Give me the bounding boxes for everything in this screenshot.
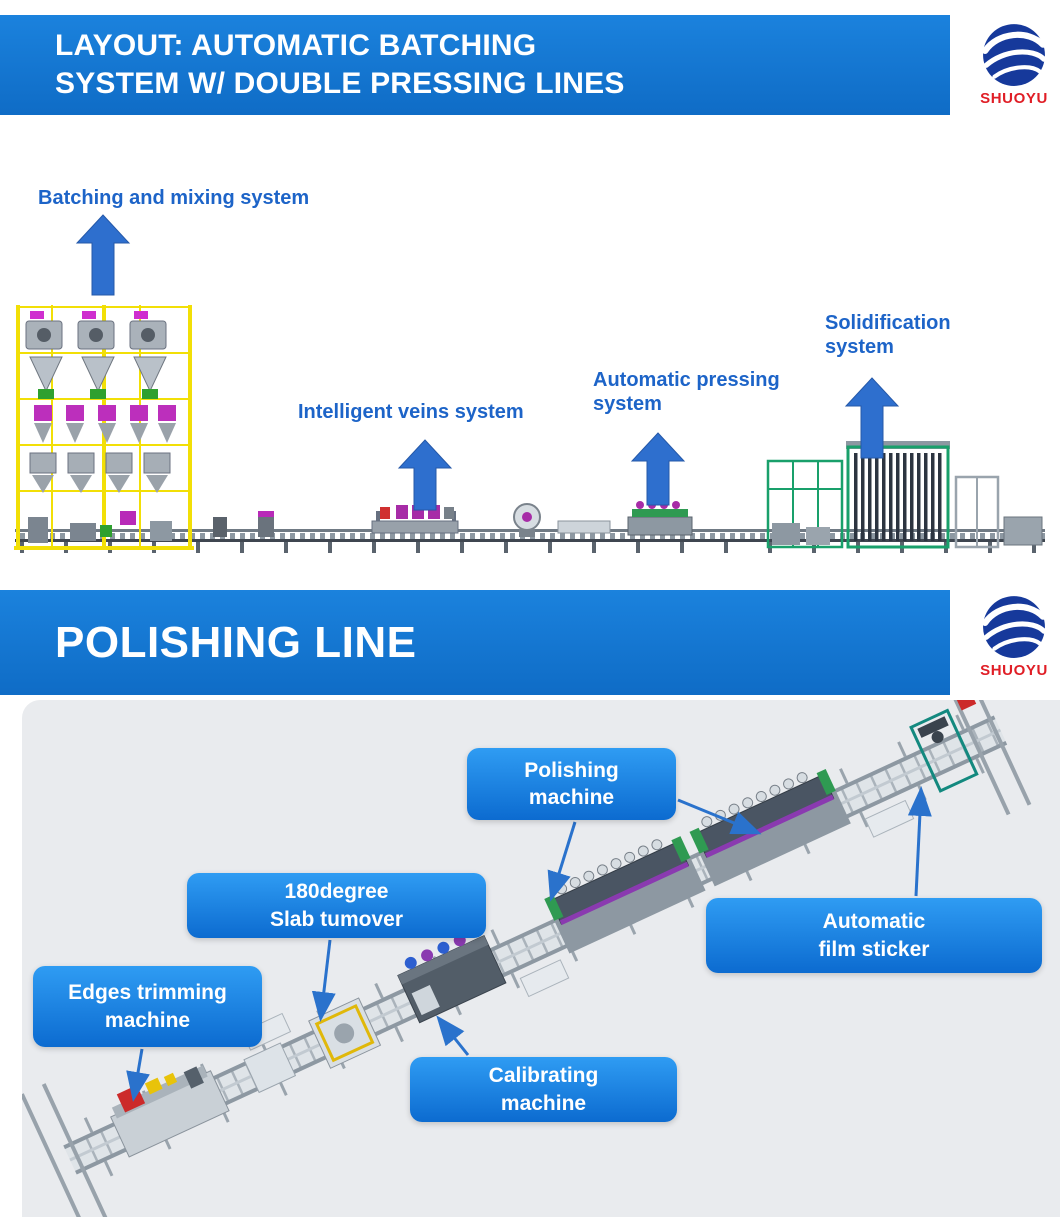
veins-arrow xyxy=(397,439,453,511)
arrow-to-film-sticker xyxy=(907,786,932,897)
film-sticker-machine xyxy=(909,708,979,793)
batching-system-label: Batching and mixing system xyxy=(38,187,310,209)
arrow-to-polishing-1 xyxy=(547,821,577,902)
arrow-to-calibrating xyxy=(436,1015,470,1056)
edges-trimming-callout: Edges trimming machine xyxy=(33,966,262,1047)
calibrating-machine-callout: Calibrating machine xyxy=(410,1057,677,1122)
batching-arrow xyxy=(75,214,131,296)
polishing-line-diagram xyxy=(22,700,1032,1217)
veins-system-label: Intelligent veins system xyxy=(298,401,524,423)
solidification-racks xyxy=(766,441,950,549)
edges-trimming-machine xyxy=(110,1065,230,1158)
pressing-machine xyxy=(627,501,693,536)
shuoyu-globe-icon xyxy=(982,596,1047,658)
calibrating-machine xyxy=(397,934,507,1024)
polishing-machine-callout: Polishing machine xyxy=(467,748,676,820)
shuoyu-logo-text: SHUOYU xyxy=(980,662,1048,679)
shuoyu-globe-icon xyxy=(982,24,1047,86)
arrow-to-polishing-2 xyxy=(677,798,762,835)
polishing-machine-1 xyxy=(544,836,706,954)
pressing-system-label: Automatic pressing system xyxy=(593,369,780,415)
shuoyu-logo-2: SHUOYU xyxy=(970,594,1058,679)
banner-title-line2: SYSTEM W/ DOUBLE PRESSING LINES xyxy=(55,67,625,100)
batching-line-diagram xyxy=(14,214,1045,553)
polishing-machine-2 xyxy=(689,768,851,887)
right-end-equipment xyxy=(954,475,1043,549)
slab-turnover-callout: 180degree Slab tumover xyxy=(187,873,486,938)
banner-title-line1: LAYOUT: AUTOMATIC BATCHING xyxy=(55,28,537,62)
header-banner-polishing: POLISHING LINE xyxy=(0,590,950,695)
header-banner-layout: LAYOUT: AUTOMATIC BATCHING SYSTEM W/ DOU… xyxy=(0,15,950,115)
shuoyu-logo-text: SHUOYU xyxy=(980,90,1048,107)
film-sticker-callout: Automatic film sticker xyxy=(706,898,1042,973)
mid-line-machines xyxy=(213,511,274,537)
shuoyu-logo: SHUOYU xyxy=(970,22,1058,107)
batching-tower xyxy=(14,305,194,550)
pressing-arrow xyxy=(630,432,686,506)
diagonal-conveyor xyxy=(22,700,1032,1217)
polishing-banner-title: POLISHING LINE xyxy=(55,617,417,667)
arrow-to-turnover xyxy=(311,939,336,1022)
roll-device xyxy=(513,503,611,537)
arrow-to-edges-trimming xyxy=(126,1048,150,1102)
solidification-system-label: Solidification system xyxy=(825,312,951,358)
solidification-arrow xyxy=(844,377,900,459)
